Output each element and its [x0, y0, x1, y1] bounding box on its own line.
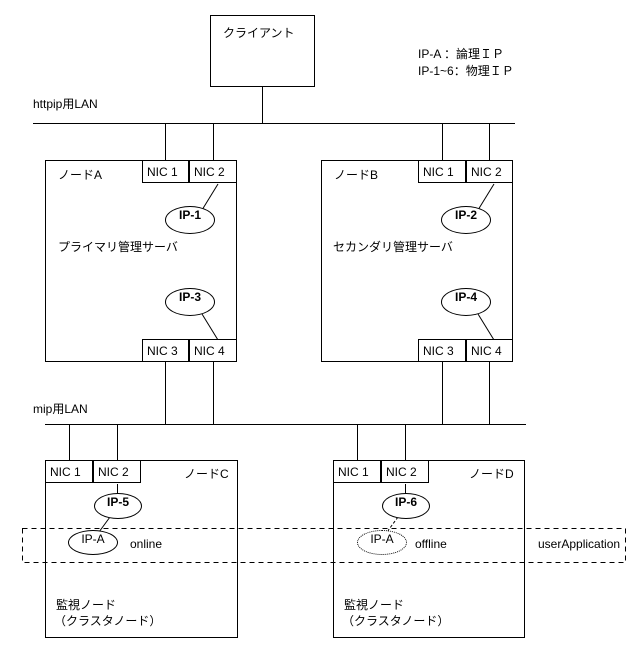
node-d-ip6-ipa-dashed-link	[386, 516, 399, 533]
node-c-status-online: online	[130, 537, 163, 551]
httpip-lan-label: httpip用LAN	[33, 97, 98, 111]
node-a-nic2-ip1-link	[201, 183, 219, 211]
node-a-ip1-ellipse: IP-1	[165, 206, 215, 234]
node-d-nic1: NIC 1	[333, 460, 381, 483]
node-a-title: ノードA	[58, 168, 103, 182]
node-a-ip3-ellipse: IP-3	[165, 288, 215, 316]
node-c-box: ノードC 監視ノード （クラスタノード）	[45, 460, 238, 638]
node-b-title: ノードB	[334, 168, 379, 182]
node-b-nic4: NIC 4	[466, 339, 513, 362]
client-label: クライアント	[223, 26, 295, 40]
node-a-nic2: NIC 2	[189, 160, 237, 183]
node-c-role-line2: （クラスタノード）	[54, 614, 162, 628]
node-a-ip3-nic4-link	[201, 313, 219, 341]
node-d-role-line2: （クラスタノード）	[342, 614, 450, 628]
node-a-nic1: NIC 1	[142, 160, 189, 183]
node-a-nic3: NIC 3	[142, 339, 189, 362]
node-c-nic1: NIC 1	[45, 460, 93, 483]
node-b-nic2-ip2-link	[477, 183, 495, 211]
legend-logical-ip: IP-A ：論理ＩＰ	[418, 47, 505, 61]
node-b-ip4-nic4-link	[477, 313, 495, 341]
node-b-nic2: NIC 2	[466, 160, 513, 183]
legend-physical-ip: IP-1~6：物理ＩＰ	[418, 64, 514, 78]
node-b-box: ノードB セカンダリ管理サーバ	[321, 160, 513, 362]
node-d-nic2: NIC 2	[381, 460, 429, 483]
node-d-title: ノードD	[469, 467, 514, 481]
node-a-role: プライマリ管理サーバ	[58, 240, 178, 254]
node-b-nic1: NIC 1	[418, 160, 466, 183]
node-c-role-line1: 監視ノード	[56, 598, 117, 612]
user-application-label: userApplication	[538, 537, 621, 551]
node-d-status-offline: offline	[415, 537, 447, 551]
node-b-ip2-ellipse: IP-2	[441, 206, 491, 234]
node-b-role: セカンダリ管理サーバ	[333, 240, 453, 254]
node-d-ipa-ellipse: IP-A	[357, 530, 407, 555]
mip-lan-label: mip用LAN	[33, 402, 88, 416]
node-c-title: ノードC	[184, 467, 229, 481]
node-c-ip5-ipa-link	[98, 516, 111, 533]
node-b-ip4-ellipse: IP-4	[441, 288, 491, 316]
node-b-nic3: NIC 3	[418, 339, 466, 362]
node-a-nic4: NIC 4	[189, 339, 237, 362]
node-c-nic2: NIC 2	[93, 460, 141, 483]
node-a-box: ノードA プライマリ管理サーバ	[45, 160, 237, 362]
node-d-box: ノードD 監視ノード （クラスタノード）	[333, 460, 525, 638]
user-application-dashed-band	[22, 528, 626, 563]
node-c-ipa-ellipse: IP-A	[68, 530, 118, 555]
client-box: クライアント	[210, 15, 315, 87]
node-d-role-line1: 監視ノード	[344, 598, 405, 612]
node-d-ip6-ellipse: IP-6	[382, 493, 430, 519]
node-c-ip5-ellipse: IP-5	[94, 493, 142, 519]
